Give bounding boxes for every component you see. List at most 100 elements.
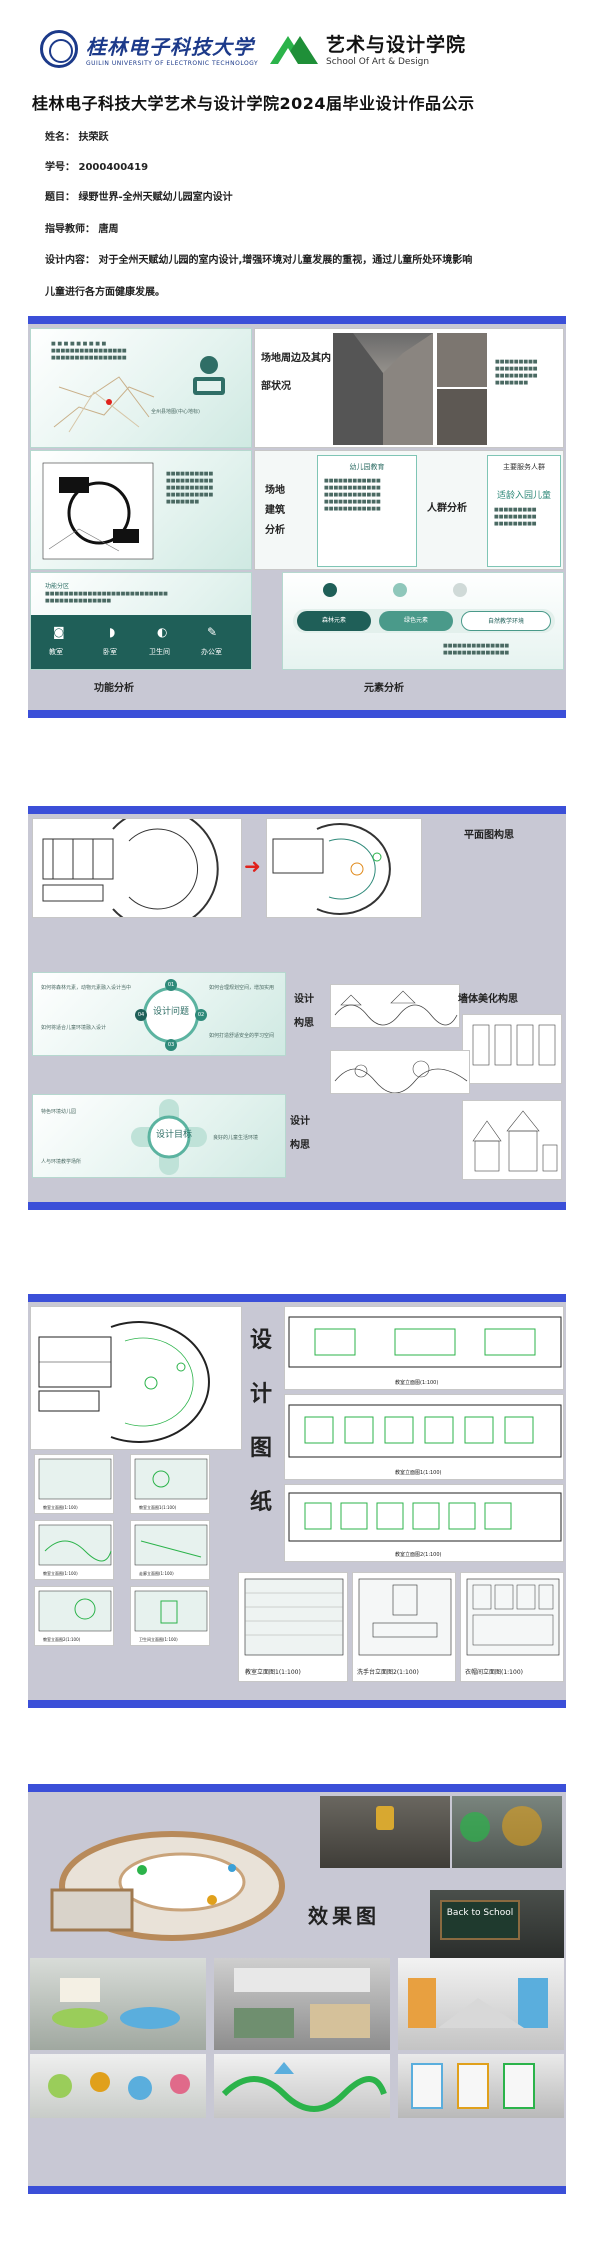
design-idea-2b: 构思 bbox=[290, 1140, 310, 1151]
design-idea-2a: 设计 bbox=[290, 1116, 310, 1127]
function-title: 功能分区 bbox=[45, 583, 70, 590]
drawing-char-1: 设 bbox=[250, 1327, 273, 1353]
element-green: 绿色元素 bbox=[379, 611, 453, 631]
small-4-caption: 走廊立面图(1:100) bbox=[139, 1571, 174, 1576]
page-title: 桂林电子科技大学艺术与设计学院2024届毕业设计作品公示 bbox=[32, 94, 475, 113]
goal-title: 设计目标 bbox=[156, 1130, 193, 1140]
element-forest: 森林元素 bbox=[297, 611, 371, 631]
lion-decor bbox=[376, 1806, 394, 1830]
site-photo-1 bbox=[437, 333, 487, 387]
school-name: 艺术与设计学院 bbox=[326, 34, 467, 56]
analysis-panel: ■ ■ ■ ■ ■ ■ ■ ■ ■■■■■■■■■■■■■■■■■■■■■■■■… bbox=[28, 324, 566, 710]
site-status-card: 场地周边及其内 部状况 ■■■■■■■■■■■■■■■■■■■■■■■■■■■■… bbox=[254, 328, 564, 448]
q-item-2: 如何合理规划空间，增加实用 bbox=[209, 985, 275, 991]
site-map bbox=[53, 376, 155, 433]
room-bedroom: 卧室 bbox=[103, 648, 117, 656]
q-item-3: 如何打造舒适安全的学习空间 bbox=[209, 1033, 275, 1039]
question-card: 设计问题 01 02 03 04 如何将森林元素，动物元素融入设计当中 如何合理… bbox=[32, 972, 286, 1056]
school-sign-text: Back to School bbox=[440, 1900, 520, 1940]
elev-a-caption: 教室立面图(1:100) bbox=[395, 1380, 439, 1386]
student-name: 姓名： 扶荣跃 bbox=[45, 132, 109, 143]
site-label-line2: 部状况 bbox=[261, 381, 291, 392]
building-label-1: 场地 bbox=[265, 485, 285, 496]
render-wall-1 bbox=[30, 2054, 206, 2118]
render-panel: Back to School 效果图 bbox=[28, 1792, 566, 2186]
q-num-3: 03 bbox=[165, 1039, 177, 1051]
wall-sketch-3 bbox=[330, 1050, 470, 1094]
element-dot-1 bbox=[323, 583, 337, 597]
small-drawing-5: 教室立面图2(1:100) bbox=[34, 1586, 114, 1646]
panel4-top-band bbox=[28, 1784, 566, 1792]
red-arrow-icon: ➜ bbox=[244, 854, 261, 878]
concept-panel: ➜ 平面图构思 设计问题 01 02 03 04 如何将森林元素，动物元素融入设… bbox=[28, 814, 566, 1202]
element-card: 森林元素 绿色元素 自然教学环境 ■■■■■■■■■■■■■■■■■■■■■■■… bbox=[282, 572, 564, 670]
room-classroom: 教室 bbox=[49, 648, 63, 656]
edu-box: 幼儿园教育 ■■■■■■■■■■■■■■■■■■■■■■■■■■■■■■■■■■… bbox=[317, 455, 417, 567]
original-floor-plan bbox=[42, 819, 219, 917]
room-office: 办公室 bbox=[201, 648, 222, 656]
render-classroom-1 bbox=[30, 1958, 206, 2050]
panel3-bottom-band bbox=[28, 1700, 566, 1708]
drawing-char-3: 图 bbox=[250, 1435, 273, 1461]
elev-d-caption: 教室立面图1(1:100) bbox=[245, 1669, 301, 1676]
elev-c-caption: 教室立面图2(1:100) bbox=[395, 1552, 442, 1558]
goal-item-3: 良好的儿童生活环境 bbox=[213, 1135, 259, 1141]
panel3-top-band bbox=[28, 1294, 566, 1302]
small-3-caption: 教室立面图(1:100) bbox=[43, 1571, 78, 1576]
building-label-3: 分析 bbox=[265, 525, 285, 536]
elevation-d: 教室立面图1(1:100) bbox=[238, 1572, 348, 1682]
element-nature: 自然教学环境 bbox=[461, 611, 551, 631]
design-content-line1: 设计内容： 对于全州天赋幼儿园的室内设计,增强环境对儿童发展的重视，通过儿童所处… bbox=[45, 255, 473, 266]
element-dot-2 bbox=[393, 583, 407, 597]
target-text: ■■■■■■■■■■■■■■■■■■■■■■■■■■■ bbox=[494, 507, 537, 527]
elev-f-caption: 衣帽间立面图(1:100) bbox=[465, 1669, 523, 1676]
original-plan bbox=[32, 818, 242, 918]
render-school-sign: Back to School bbox=[430, 1890, 564, 1960]
location-text: ■ ■ ■ ■ ■ ■ ■ ■ ■■■■■■■■■■■■■■■■■■■■■■■■… bbox=[51, 341, 127, 361]
target-title: 主要服务人群 bbox=[503, 463, 545, 471]
university-logo: 桂林电子科技大学 GUILIN UNIVERSITY OF ELECTRONIC… bbox=[40, 30, 258, 68]
building-label-2: 建筑 bbox=[265, 505, 285, 516]
building-plan-card: ■■■■■■■■■■■■■■■■■■■■■■■■■■■■■■■■■■■■■■■■… bbox=[30, 450, 252, 570]
elevation-c: 教室立面图2(1:100) bbox=[284, 1484, 564, 1562]
q-num-1: 01 bbox=[165, 979, 177, 991]
elev-b-caption: 教室立面图1(1:100) bbox=[395, 1470, 442, 1476]
bedroom-icon: ◗ bbox=[109, 625, 116, 639]
elevation-a: 教室立面图(1:100) bbox=[284, 1306, 564, 1390]
goal-card: 设计目标 特色环境幼儿园 人与环境教学场所 良好的儿童生活环境 bbox=[32, 1094, 286, 1178]
q-item-1: 如何将森林元素，动物元素融入设计当中 bbox=[41, 985, 132, 991]
elevation-b: 教室立面图1(1:100) bbox=[284, 1394, 564, 1480]
target-box: 主要服务人群 适龄入园儿童 ■■■■■■■■■■■■■■■■■■■■■■■■■■… bbox=[487, 455, 561, 567]
building-notes: ■■■■■■■■■■■■■■■■■■■■■■■■■■■■■■■■■■■■■■■■… bbox=[166, 471, 214, 505]
location-card: ■ ■ ■ ■ ■ ■ ■ ■ ■■■■■■■■■■■■■■■■■■■■■■■■… bbox=[30, 328, 252, 448]
project-topic: 题目： 绿野世界-全州天赋幼儿园室内设计 bbox=[45, 192, 233, 203]
goal-cross-shape bbox=[131, 1099, 207, 1175]
plan-concept-label: 平面图构思 bbox=[464, 830, 514, 841]
toilet-icon: ◐ bbox=[157, 625, 168, 639]
building-site-plan bbox=[42, 462, 154, 560]
small-6-caption: 卫生间立面图(1:100) bbox=[139, 1637, 178, 1642]
small-5-caption: 教室立面图2(1:100) bbox=[43, 1637, 81, 1642]
small-2-caption: 教室立面图1(1:100) bbox=[139, 1505, 177, 1510]
question-circle: 设计问题 bbox=[143, 987, 199, 1043]
page-header: 桂林电子科技大学 GUILIN UNIVERSITY OF ELECTRONIC… bbox=[0, 0, 595, 84]
new-floor-plan bbox=[272, 823, 391, 915]
university-name: 桂林电子科技大学 bbox=[86, 35, 254, 59]
classroom-icon: ◙ bbox=[53, 625, 65, 639]
question-title: 设计问题 bbox=[152, 1007, 189, 1017]
elevation-e: 洗手台立面图2(1:100) bbox=[352, 1572, 456, 1682]
render-overview bbox=[32, 1820, 292, 1950]
crowd-label: 人群分析 bbox=[427, 503, 467, 514]
elev-e-caption: 洗手台立面图2(1:100) bbox=[357, 1669, 419, 1676]
drawings-panel: 设 计 图 纸 教室立面图(1:100) 教室立面图1(1:100) 教室立面图… bbox=[28, 1302, 566, 1700]
university-seal-icon bbox=[40, 30, 78, 68]
new-plan bbox=[266, 818, 422, 918]
element-notes: ■■■■■■■■■■■■■■■■■■■■■■■■■■■■ bbox=[443, 643, 510, 656]
site-label-line1: 场地周边及其内 bbox=[261, 353, 331, 364]
q-num-4: 04 bbox=[135, 1009, 147, 1021]
panel2-bottom-band bbox=[28, 1202, 566, 1210]
drawing-char-2: 计 bbox=[250, 1381, 273, 1407]
site-photo-corridor bbox=[333, 333, 433, 445]
render-classroom-2 bbox=[214, 1958, 390, 2050]
function-strip: ◙ ◗ ◐ ✎ 教室 卧室 卫生间 办公室 bbox=[31, 615, 251, 669]
